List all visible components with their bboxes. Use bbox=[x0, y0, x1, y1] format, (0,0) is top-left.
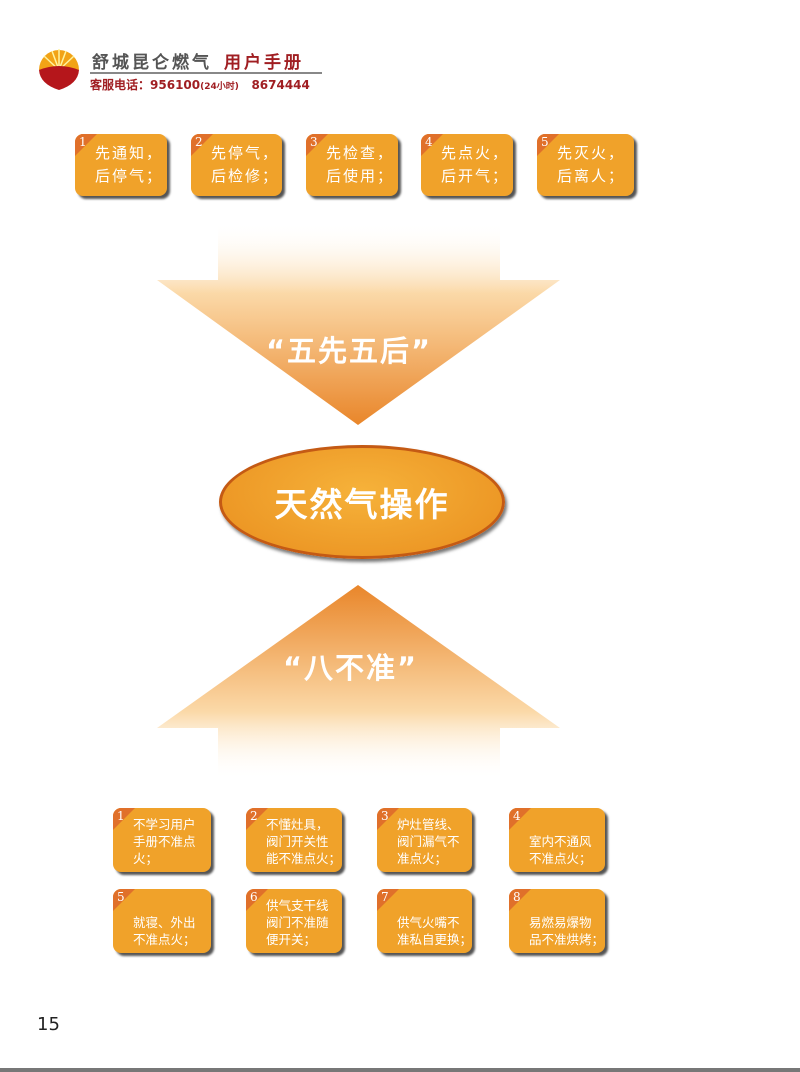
rule-text: 供气火嘴不 准私自更换； bbox=[397, 915, 472, 947]
local-number: 8674444 bbox=[251, 78, 310, 92]
rule-number: 3 bbox=[310, 135, 318, 149]
rule-text: 供气支干线 阀门不准随 便开关； bbox=[266, 898, 329, 947]
rule-number: 4 bbox=[513, 809, 521, 823]
eight_rules-rule-box: 8 易燃易爆物 品不准烘烤； bbox=[509, 889, 605, 953]
corner-tab bbox=[377, 889, 399, 911]
company-name: 舒城昆仑燃气 bbox=[92, 53, 212, 73]
divider bbox=[90, 72, 322, 74]
five-rules-title: “五先五后” bbox=[266, 334, 433, 368]
eight_rules-rule-box: 2 不懂灶具， 阀门开关性 能不准点火； bbox=[246, 808, 342, 872]
eight_rules-rule-box: 6 供气支干线 阀门不准随 便开关； bbox=[246, 889, 342, 953]
corner-tab bbox=[113, 889, 135, 911]
rule-number: 3 bbox=[381, 809, 389, 823]
center-title: 天然气操作 bbox=[274, 485, 450, 524]
rule-number: 6 bbox=[250, 890, 258, 904]
rule-text: 不懂灶具， 阀门开关性 能不准点火； bbox=[266, 817, 342, 866]
corner-tab bbox=[509, 808, 531, 830]
rule-number: 2 bbox=[250, 809, 258, 823]
corner-tab bbox=[75, 134, 97, 156]
rule-number: 4 bbox=[425, 135, 433, 149]
rule-number: 8 bbox=[513, 890, 521, 904]
rule-text: 室内不通风 不准点火； bbox=[529, 834, 592, 866]
brand-title: 舒城昆仑燃气用户手册 bbox=[92, 48, 304, 73]
down-arrow bbox=[157, 222, 560, 425]
five_rules-rule-box: 5 先灭火， 后离人； bbox=[537, 134, 634, 196]
page-number: 15 bbox=[37, 1014, 60, 1035]
kunlun-logo-icon bbox=[39, 49, 79, 90]
corner-tab bbox=[246, 889, 268, 911]
five_rules-rule-box: 2 先停气， 后检修； bbox=[191, 134, 282, 196]
eight_rules-rule-box: 3 炉灶管线、 阀门漏气不 准点火； bbox=[377, 808, 472, 872]
rule-text: 炉灶管线、 阀门漏气不 准点火； bbox=[397, 817, 460, 866]
eight_rules-rule-box: 7 供气火嘴不 准私自更换； bbox=[377, 889, 472, 953]
eight-rules-title: “八不准” bbox=[283, 651, 419, 685]
up-arrow bbox=[157, 585, 560, 780]
center-ellipse: 天然气操作 bbox=[219, 445, 505, 559]
rule-text: 先通知， 后停气； bbox=[95, 144, 164, 185]
corner-tab bbox=[246, 808, 268, 830]
corner-tab bbox=[421, 134, 443, 156]
rule-text: 就寝、外出 不准点火； bbox=[133, 915, 196, 947]
rule-number: 2 bbox=[195, 135, 203, 149]
eight_rules-rule-box: 1 不学习用户 手册不准点 火； bbox=[113, 808, 211, 872]
corner-tab bbox=[537, 134, 559, 156]
corner-tab bbox=[377, 808, 399, 830]
corner-tab bbox=[191, 134, 213, 156]
rule-text: 先检查， 后使用； bbox=[326, 144, 395, 185]
hotline-label: 客服电话： bbox=[90, 78, 151, 92]
rule-text: 不学习用户 手册不准点 火； bbox=[133, 817, 196, 866]
five_rules-rule-box: 4 先点火， 后开气； bbox=[421, 134, 513, 196]
five_rules-rule-box: 1 先通知， 后停气； bbox=[75, 134, 167, 196]
rule-number: 1 bbox=[79, 135, 87, 149]
corner-tab bbox=[113, 808, 135, 830]
rule-number: 1 bbox=[117, 809, 125, 823]
eight_rules-rule-box: 5 就寝、外出 不准点火； bbox=[113, 889, 211, 953]
rule-text: 先点火， 后开气； bbox=[441, 144, 510, 185]
corner-tab bbox=[306, 134, 328, 156]
rule-number: 5 bbox=[541, 135, 549, 149]
bottom-border bbox=[0, 1068, 800, 1072]
manual-title: 用户手册 bbox=[224, 53, 304, 73]
rule-text: 先停气， 后检修； bbox=[211, 144, 280, 185]
rule-text: 易燃易爆物 品不准烘烤； bbox=[529, 915, 605, 947]
five_rules-rule-box: 3 先检查， 后使用； bbox=[306, 134, 398, 196]
rule-number: 7 bbox=[381, 890, 389, 904]
eight_rules-rule-box: 4 室内不通风 不准点火； bbox=[509, 808, 605, 872]
rule-number: 5 bbox=[117, 890, 125, 904]
hotline-number: 956100 bbox=[150, 78, 201, 92]
corner-tab bbox=[509, 889, 531, 911]
hotline: 客服电话：956100(24小时) 8674444 bbox=[90, 76, 310, 93]
rule-text: 先灭火， 后离人； bbox=[557, 144, 626, 185]
hotline-note: (24小时) bbox=[200, 82, 239, 92]
